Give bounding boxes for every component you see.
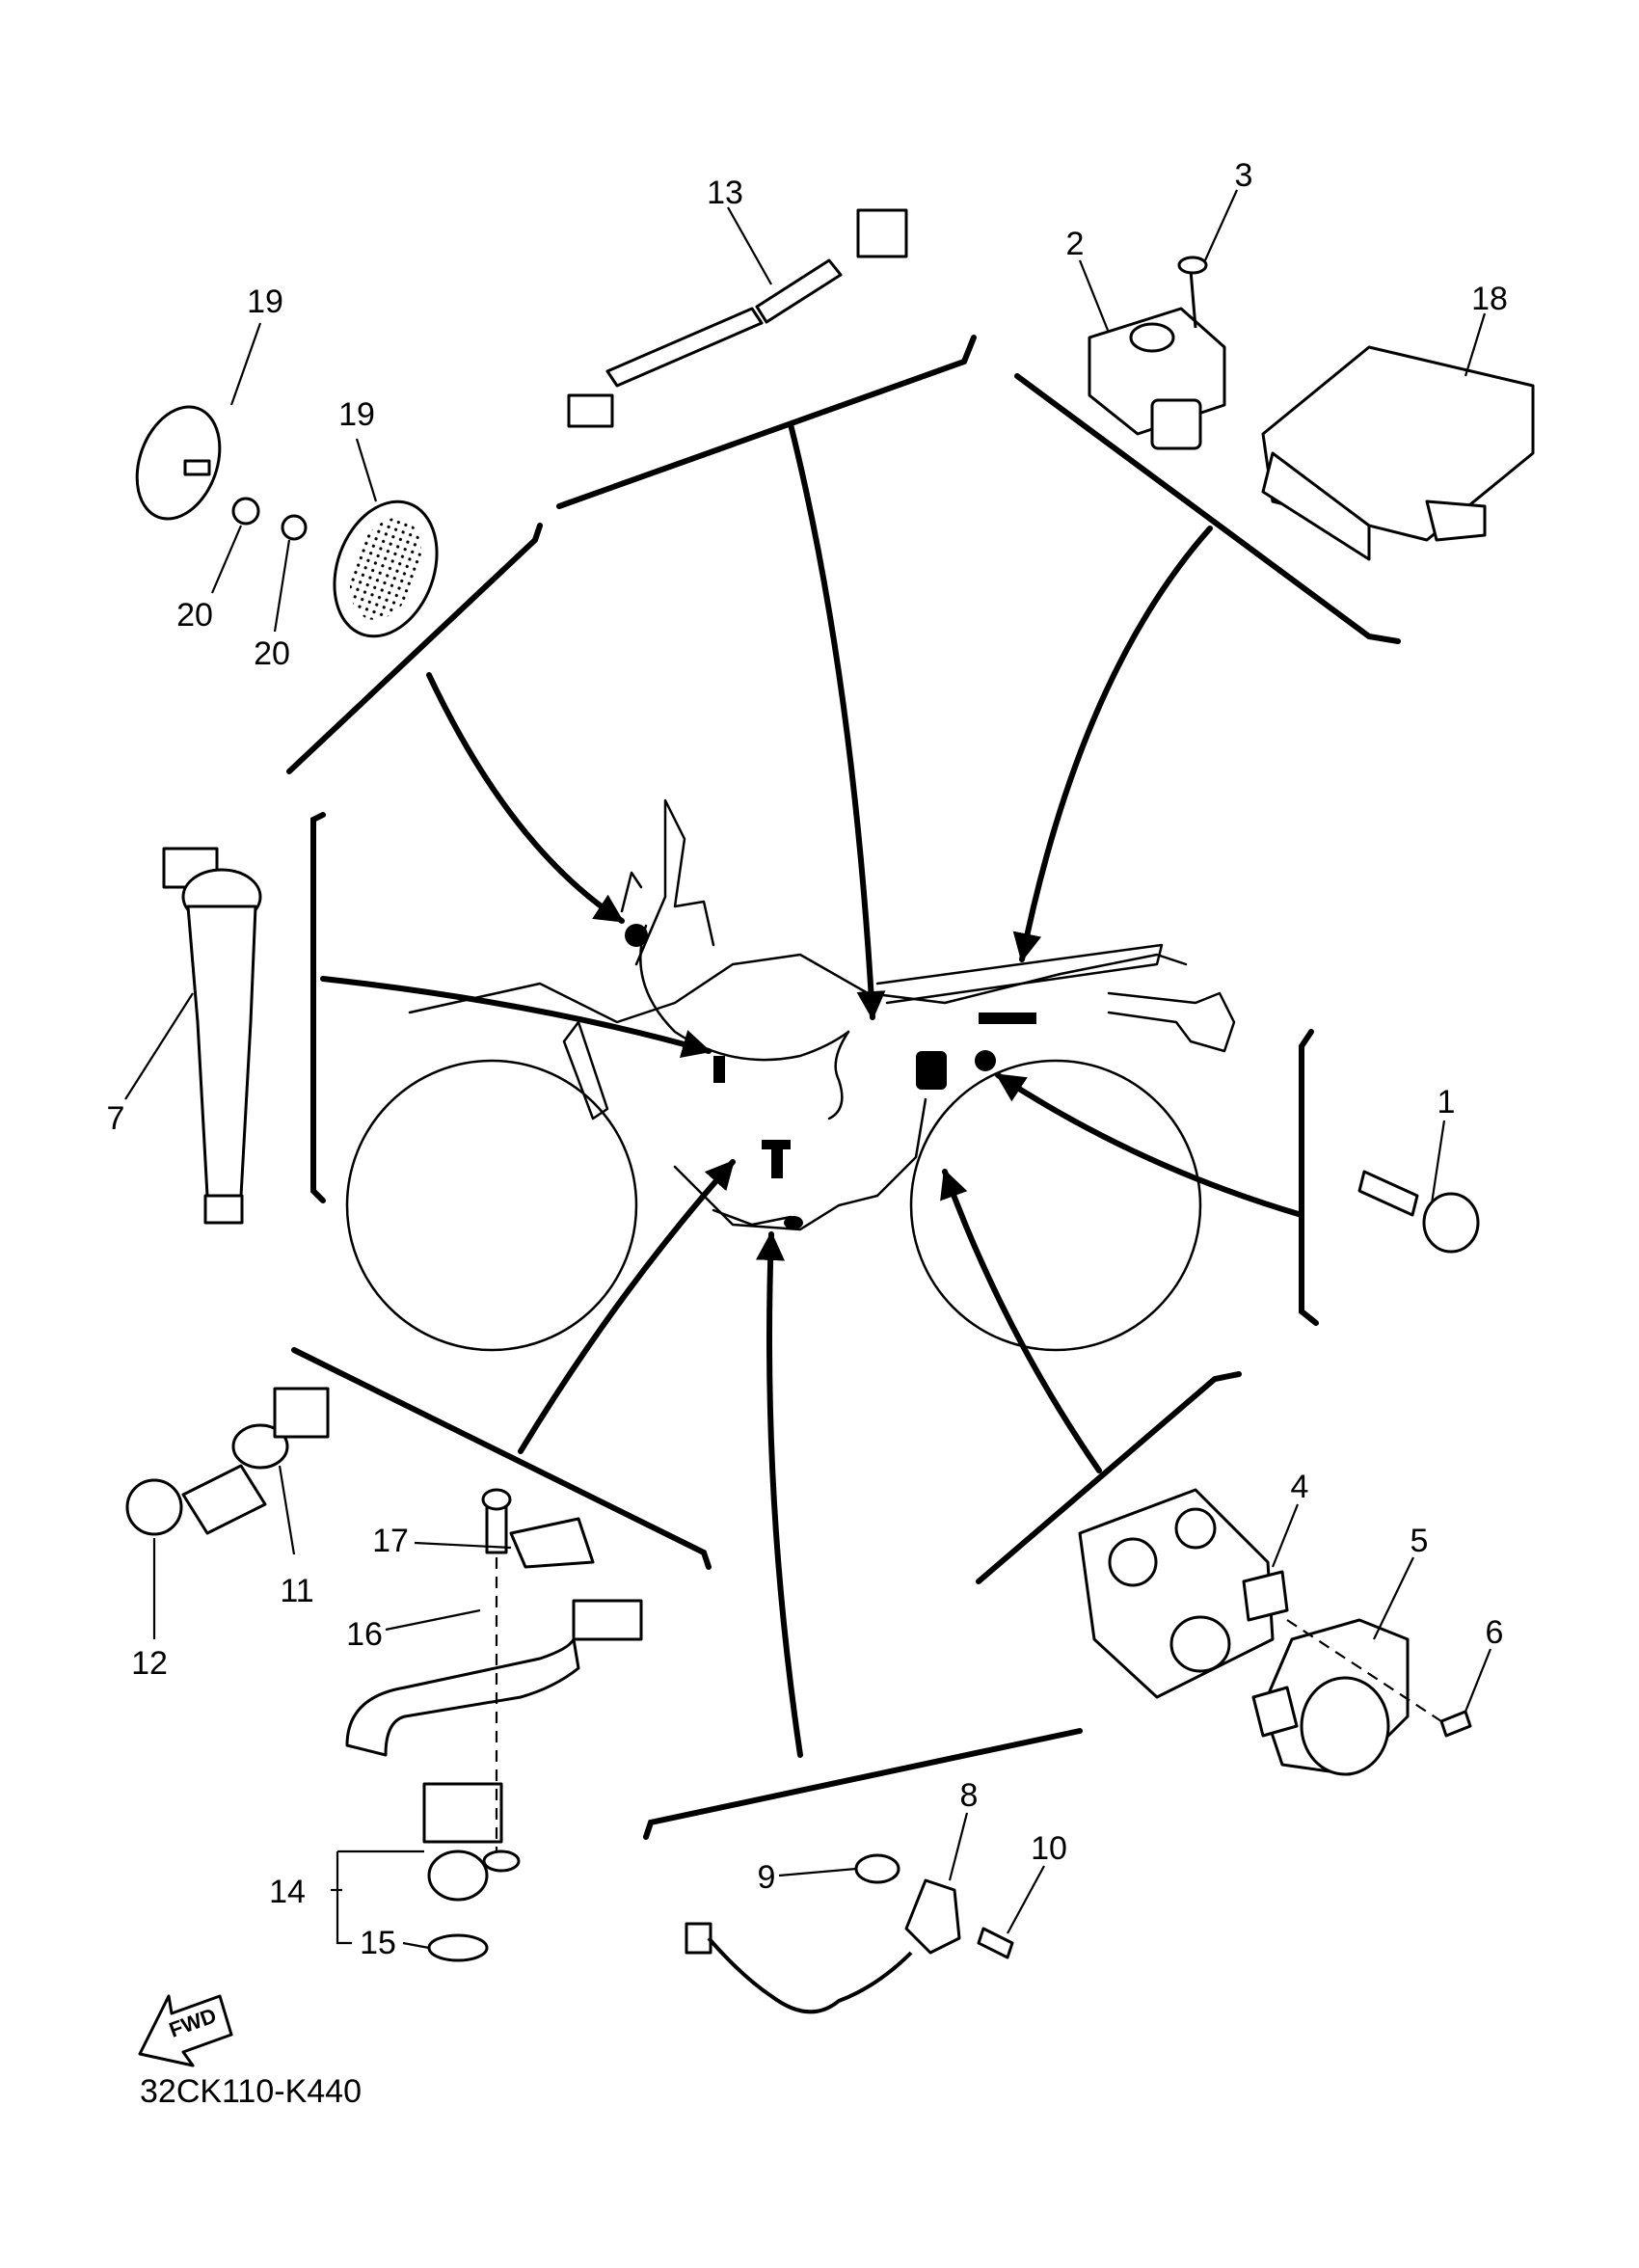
speed-sensor [685, 1853, 1014, 2014]
callout-16: 16 [346, 1616, 383, 1653]
callout-15: 15 [360, 1925, 396, 1961]
callout-20: 20 [176, 597, 213, 634]
section-brackets [286, 335, 1401, 1840]
reflector-assembly [135, 405, 439, 638]
callout-18: 18 [1471, 281, 1508, 317]
callout-leaders [124, 189, 1492, 1950]
callout-9: 9 [757, 1859, 776, 1896]
callout-20: 20 [254, 635, 290, 672]
callout-19: 19 [247, 284, 283, 320]
crank-position-sensor [345, 1488, 643, 1962]
coolant-sensor [125, 1387, 330, 1536]
callout-1: 1 [1437, 1084, 1456, 1120]
callout-3: 3 [1234, 157, 1253, 194]
temperature-sensor [1357, 1170, 1480, 1254]
ignition-coil [162, 847, 262, 1225]
drawing-code: 32CK110-K440 [140, 2073, 362, 2110]
ecu-and-sensor [1088, 256, 1535, 561]
callout-10: 10 [1031, 1830, 1067, 1867]
motorcycle-outline [345, 798, 1236, 1352]
callout-11: 11 [280, 1573, 314, 1609]
callout-6: 6 [1485, 1614, 1504, 1651]
sub-wire-harness [567, 208, 908, 428]
callout-4: 4 [1290, 1469, 1309, 1505]
callout-7: 7 [106, 1100, 125, 1137]
callout-2: 2 [1065, 226, 1085, 262]
callout-5: 5 [1410, 1523, 1429, 1559]
callout-14: 14 [269, 1874, 306, 1910]
callout-19: 19 [338, 396, 375, 433]
callout-13: 13 [707, 175, 743, 211]
callout-17: 17 [372, 1523, 409, 1559]
fwd-direction-badge [138, 1994, 233, 2067]
pointer-arrows [320, 421, 1304, 1758]
callout-8: 8 [959, 1777, 979, 1814]
callout-12: 12 [131, 1645, 168, 1682]
throttle-body-assembly [1078, 1488, 1472, 1776]
